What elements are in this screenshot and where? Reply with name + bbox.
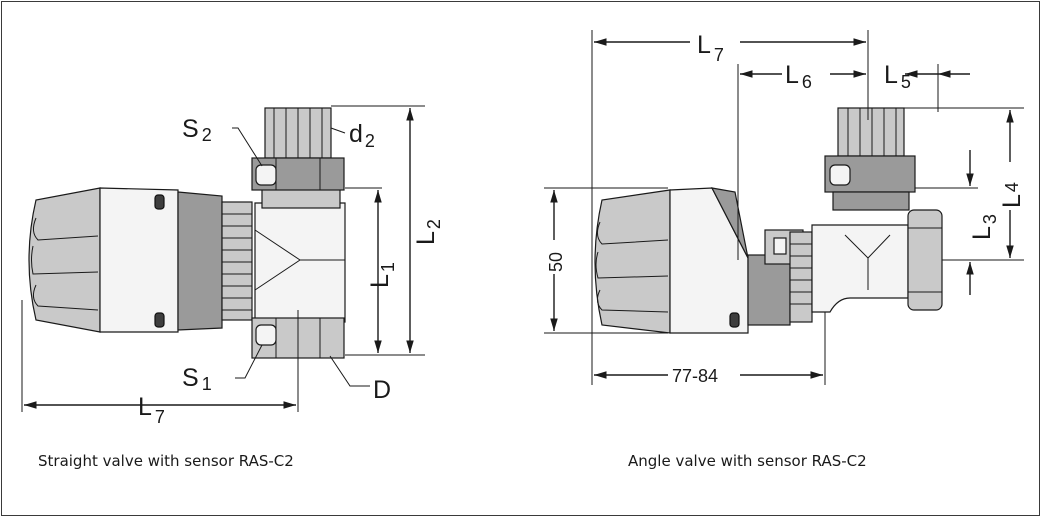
straight-valve-dimensions [21,105,425,412]
caption-straight-valve: Straight valve with sensor RAS-C2 [38,452,294,470]
label-d: D [373,376,391,404]
angle-valve-illustration [594,107,943,334]
label-l4: L4 [998,182,1026,208]
caption-angle-valve: Angle valve with sensor RAS-C2 [628,452,867,470]
label-l3: L3 [968,214,1000,240]
label-height-50: 50 [546,252,566,272]
label-l2: L2 [412,219,444,245]
label-width-77-84: 77-84 [672,366,718,386]
label-l1: L1 [366,262,398,288]
